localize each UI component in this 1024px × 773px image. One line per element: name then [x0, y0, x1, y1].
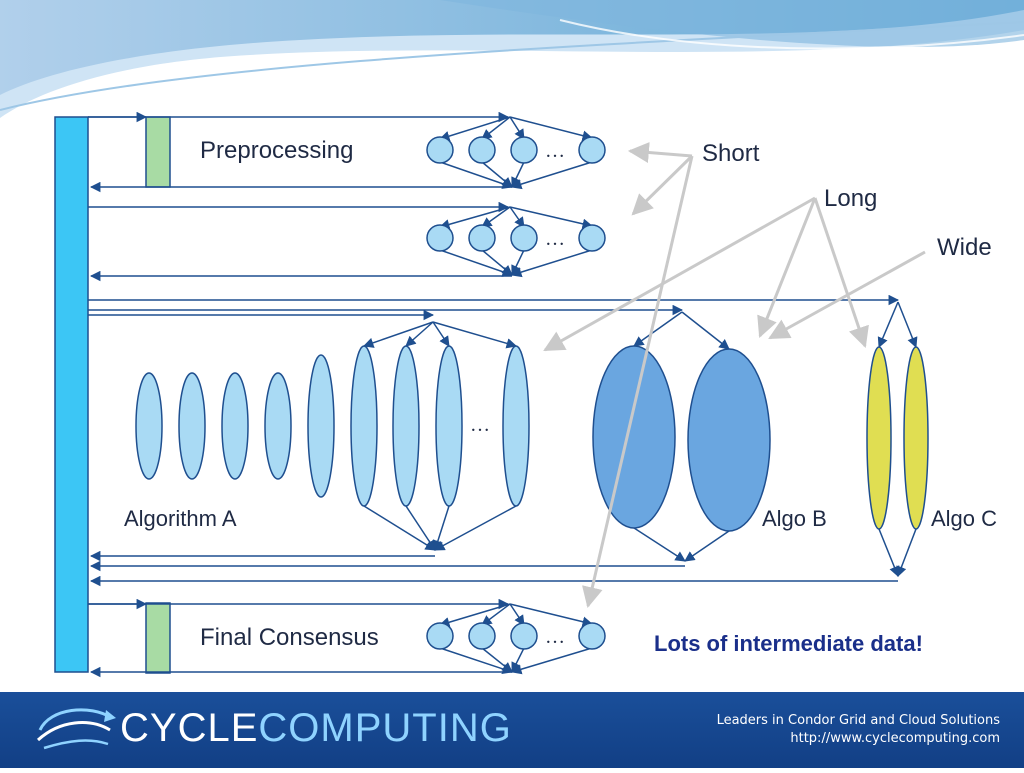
small-node-final-3 — [578, 622, 606, 650]
algorithm-a-fan-in-0 — [363, 505, 436, 551]
fan-in-final-0 — [439, 647, 513, 674]
main-bar — [54, 116, 89, 673]
algo-b-fan-in-1 — [684, 530, 730, 562]
ellipsis-row-2: … — [545, 228, 565, 250]
algo-c-fan-out-1 — [897, 301, 918, 348]
footer-bar: CYCLECOMPUTING Leaders in Condor Grid an… — [0, 692, 1024, 768]
small-node-pre-0 — [426, 136, 454, 164]
algo-c-label: Algo C — [931, 506, 998, 531]
wide-label: Wide — [937, 234, 992, 261]
intermediate-data-note: Lots of intermediate data! — [654, 631, 923, 656]
short-pointer-2 — [582, 155, 694, 609]
small-node-pre-3 — [578, 136, 606, 164]
fan-in-mid-3 — [510, 249, 593, 278]
task-nodes — [135, 136, 929, 650]
algorithm-a-fan-out-1 — [405, 321, 434, 347]
algo-c-node-0 — [866, 346, 892, 530]
small-node-mid-0 — [426, 224, 454, 252]
fan-out-mid-1 — [481, 206, 511, 228]
footer-tagline: Leaders in Condor Grid and Cloud Solutio… — [716, 713, 1000, 728]
algo-c-fan-in-0 — [878, 528, 900, 577]
algorithm-a-fan-in-3 — [434, 505, 517, 551]
small-node-mid-1 — [468, 224, 496, 252]
algorithm-a-node-6 — [392, 345, 420, 507]
algo-b-fan-out-0 — [633, 311, 683, 347]
algorithm-a-node-5 — [350, 345, 378, 507]
fan-out-final-1 — [481, 603, 511, 626]
fan-in-pre-0 — [439, 161, 513, 189]
algorithm-a-node-4 — [307, 354, 335, 498]
preprocessing-block — [145, 116, 171, 188]
small-node-pre-2 — [510, 136, 538, 164]
algorithm-a-fan-out-2 — [432, 321, 450, 347]
algorithm-a-node-7 — [435, 345, 463, 507]
algorithm-a-node-2 — [221, 372, 249, 480]
fan-in-mid-0 — [439, 249, 513, 277]
fan-in-mid-1 — [481, 249, 513, 276]
algo-c-fan-in-1 — [896, 528, 917, 577]
algorithm-a-fan-out-3 — [432, 321, 518, 349]
fan-out-final-3 — [509, 603, 594, 627]
preprocessing-label: Preprocessing — [200, 137, 354, 164]
short-pointer-0 — [627, 142, 693, 163]
final-consensus-label: Final Consensus — [200, 624, 379, 651]
small-node-final-0 — [426, 622, 454, 650]
final-consensus-block — [145, 602, 171, 674]
algorithm-a-node-3 — [264, 372, 292, 480]
fan-in-pre-3 — [510, 161, 593, 190]
short-label: Short — [702, 140, 760, 167]
fan-out-pre-1 — [481, 116, 511, 140]
ellipsis-algorithm-a: … — [470, 414, 490, 436]
small-node-final-2 — [510, 622, 538, 650]
wide-pointer-0 — [768, 250, 926, 340]
fan-out-mid-0 — [438, 206, 511, 230]
fan-out-mid-2 — [509, 206, 525, 228]
footer-url: http://www.cyclecomputing.com — [790, 731, 1000, 746]
fan-in-pre-1 — [481, 161, 513, 188]
fan-out-pre-3 — [509, 116, 594, 141]
flow-arrows — [88, 111, 918, 678]
brand-wordmark: CYCLECOMPUTING — [120, 706, 512, 751]
algo-b-fan-out-1 — [681, 311, 730, 350]
algorithm-a-node-1 — [178, 372, 206, 480]
small-node-mid-2 — [510, 224, 538, 252]
algo-b-fan-in-0 — [633, 527, 686, 562]
algorithm-a-label: Algorithm A — [124, 506, 237, 531]
fan-out-pre-0 — [438, 116, 511, 142]
fan-out-pre-2 — [509, 116, 525, 140]
fan-out-final-2 — [509, 603, 525, 626]
brand-part1: CYCLE — [120, 706, 259, 750]
long-pointer-0 — [543, 196, 816, 352]
fan-in-final-3 — [510, 647, 593, 675]
cycle-logo-icon — [36, 708, 116, 750]
fan-out-mid-3 — [509, 206, 594, 229]
header-swoosh — [0, 0, 1024, 118]
fan-out-final-0 — [438, 603, 511, 628]
ellipsis-row-1: … — [545, 140, 565, 162]
algo-c-node-1 — [903, 346, 929, 530]
footer-tagline-block: Leaders in Condor Grid and Cloud Solutio… — [717, 712, 1000, 748]
algorithm-a-node-8 — [502, 345, 530, 507]
long-pointer-1 — [757, 197, 817, 338]
ellipsis-row-final: … — [545, 626, 565, 648]
short-pointer-1 — [631, 154, 694, 216]
algo-b-node-1 — [687, 348, 771, 532]
algo-b-label: Algo B — [762, 506, 827, 531]
algo-c-fan-out-0 — [877, 301, 899, 348]
algorithm-a-node-0 — [135, 372, 163, 480]
small-node-pre-1 — [468, 136, 496, 164]
long-pointer-2 — [813, 197, 869, 348]
algorithm-a-fan-in-1 — [405, 505, 436, 551]
algo-b-node-0 — [592, 345, 676, 529]
callout-arrows — [543, 142, 926, 609]
long-label: Long — [824, 185, 878, 212]
small-node-mid-3 — [578, 224, 606, 252]
small-node-final-1 — [468, 622, 496, 650]
fan-in-final-1 — [481, 647, 513, 673]
algorithm-a-fan-out-0 — [363, 321, 434, 348]
brand-part2: COMPUTING — [258, 706, 512, 750]
